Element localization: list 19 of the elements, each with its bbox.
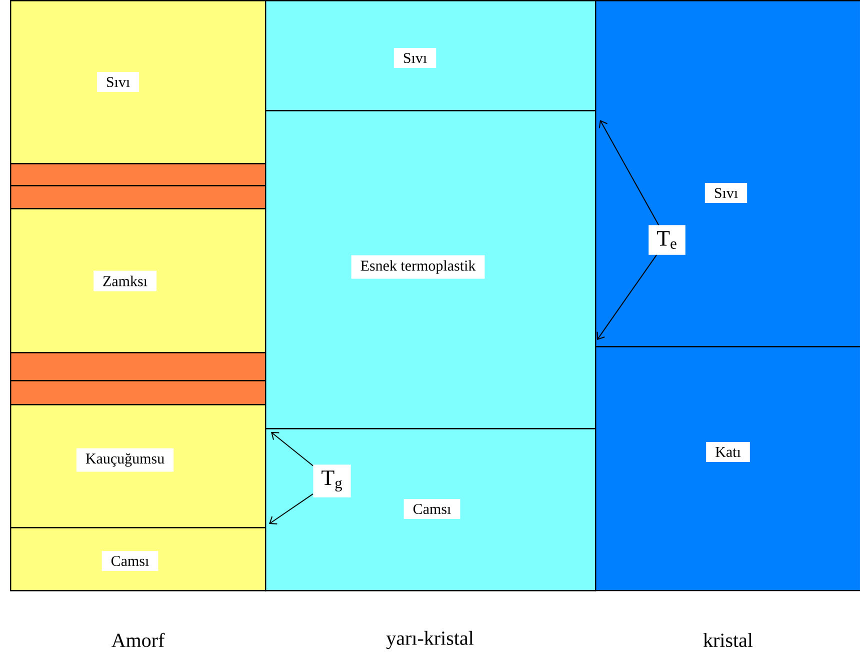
column-label: kristal [703, 632, 753, 648]
phase-band: Sıvı [10, 0, 266, 164]
arrow [596, 254, 657, 340]
phase-band: Kauçuğumsu [10, 404, 266, 528]
arrow [598, 120, 660, 226]
arrow [271, 432, 314, 466]
arrow [269, 493, 314, 524]
transition-stripe [10, 352, 266, 382]
temperature-label: T$_{e}$ [648, 225, 686, 255]
transition-stripe [10, 163, 266, 186]
transition-stripe [10, 185, 266, 210]
column-label: Amorf [112, 632, 165, 648]
column-label: yarı-kristal [386, 630, 474, 650]
phase-band: Katı [595, 346, 860, 592]
transition-stripe [10, 380, 266, 406]
phase-band: Camsı [10, 527, 266, 592]
phase-band: Zamksı [10, 208, 266, 354]
temperature-label: T$_{g}$ [313, 464, 351, 498]
phase-band: Sıvı [265, 0, 596, 112]
